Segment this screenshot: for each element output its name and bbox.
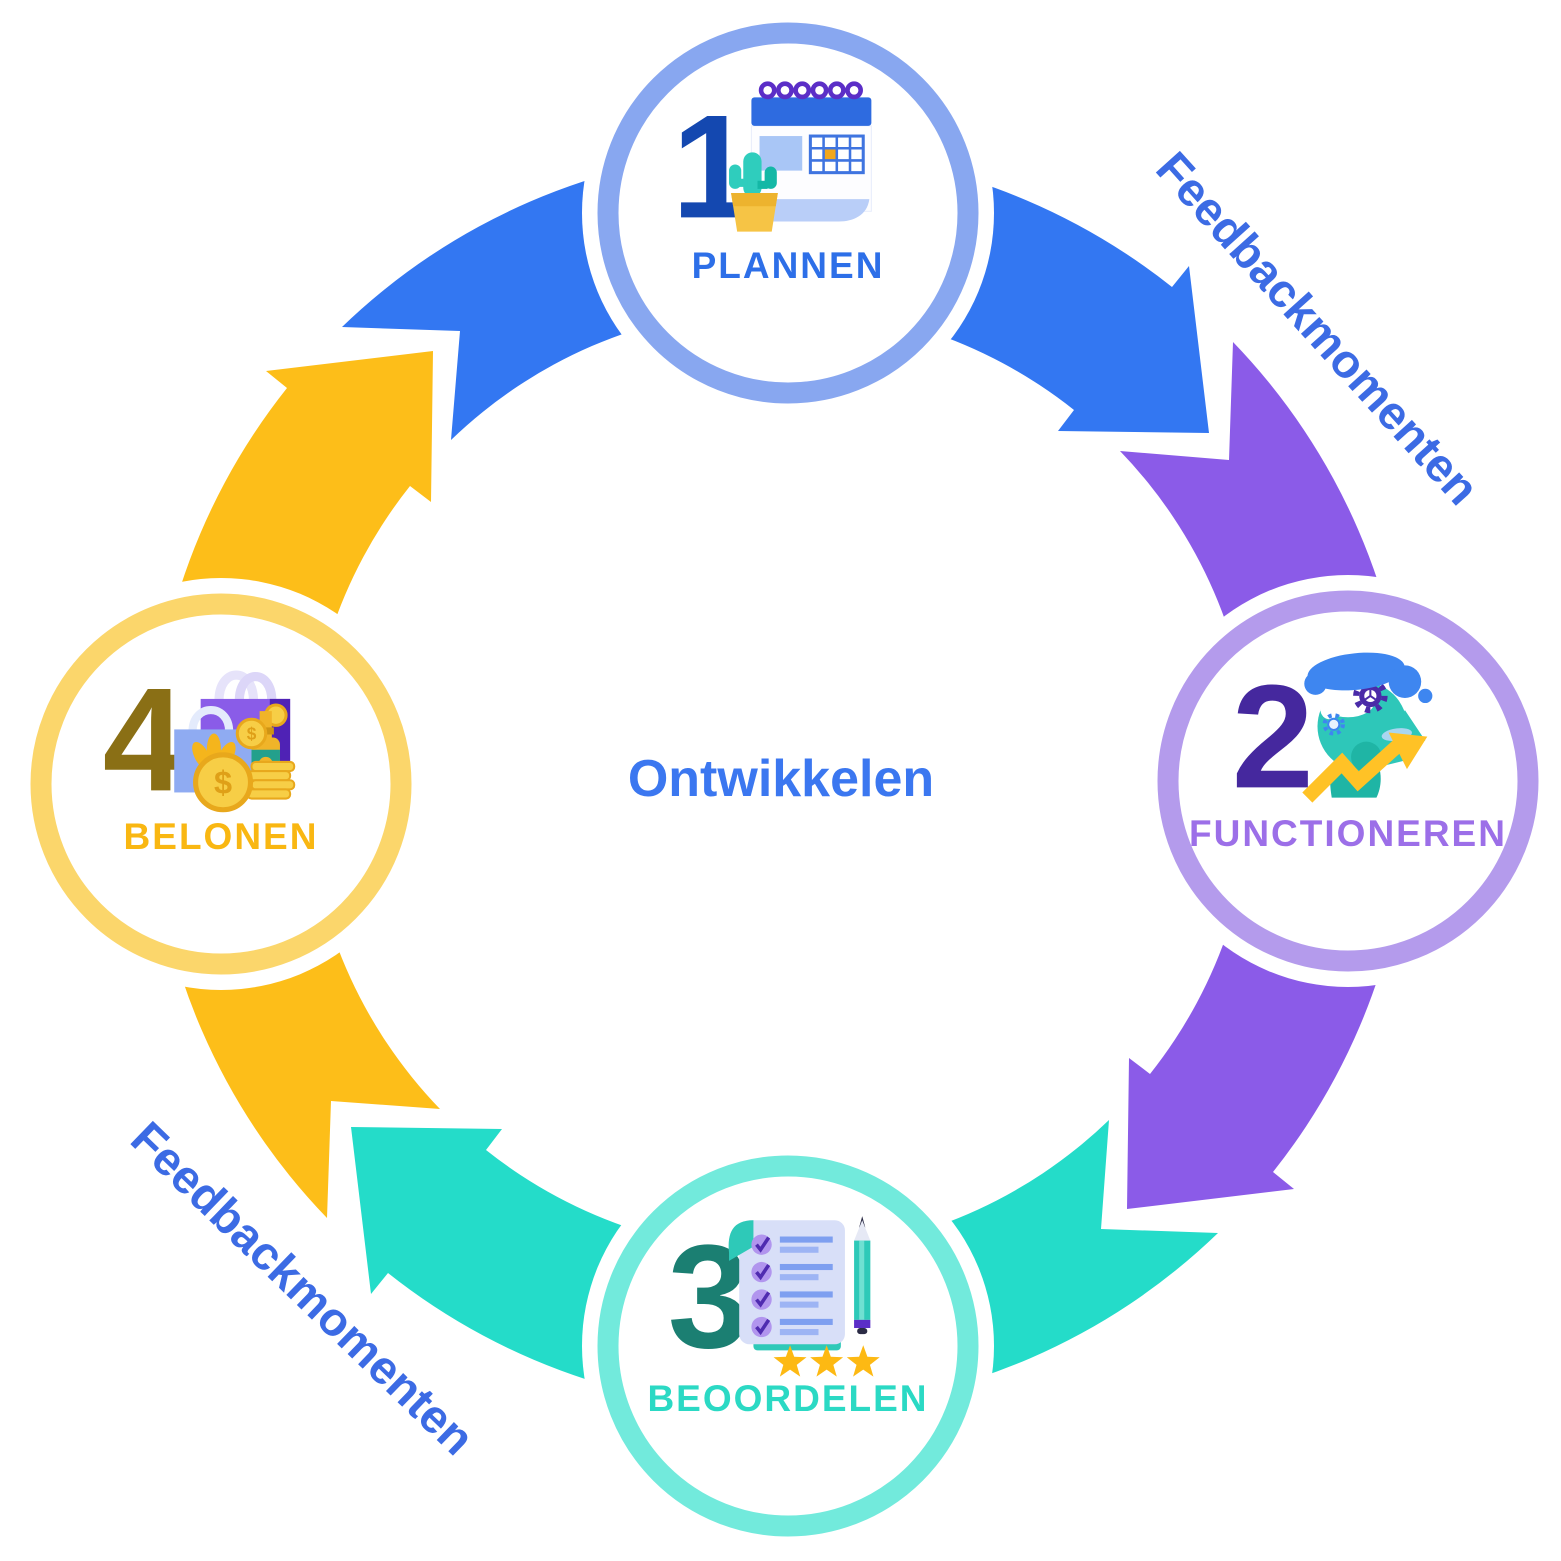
node-belonen: 4 [41,604,401,964]
center-label: Ontwikkelen [627,750,935,808]
coin-dollar-symbol-large: $ [214,764,232,800]
small-gear-icon [1322,713,1345,736]
cactus-icon [729,152,778,232]
gear-icon [1353,678,1388,714]
node-beoordelen: 3 [608,1166,968,1526]
calendar-icon: 1 [672,81,872,249]
rating-stars-icon [773,1345,880,1377]
node-label-functioneren: FUNCTIONEREN [1189,813,1507,854]
node-plannen: 1 [608,33,968,393]
checklist-sheet-graphic [728,1220,845,1351]
coin-dollar-symbol: $ [247,724,257,744]
growth-arrow-icon [1302,732,1428,803]
pencil-icon [854,1216,871,1335]
step-number-2: 2 [1232,655,1314,818]
step-number-4: 4 [103,658,185,821]
node-label-belonen: BELONEN [123,816,319,857]
node-label-beoordelen: BEOORDELEN [647,1378,929,1419]
node-label-plannen: PLANNEN [691,245,885,286]
node-functioneren: 2 [1168,601,1528,961]
head-gears-icon: 2 [1232,652,1433,818]
shopping-rewards-icon: 4 [103,658,296,821]
coins-icon: $ $ [193,717,296,813]
beret-icon [1304,652,1433,704]
checklist-icon: 3 [668,1215,880,1379]
